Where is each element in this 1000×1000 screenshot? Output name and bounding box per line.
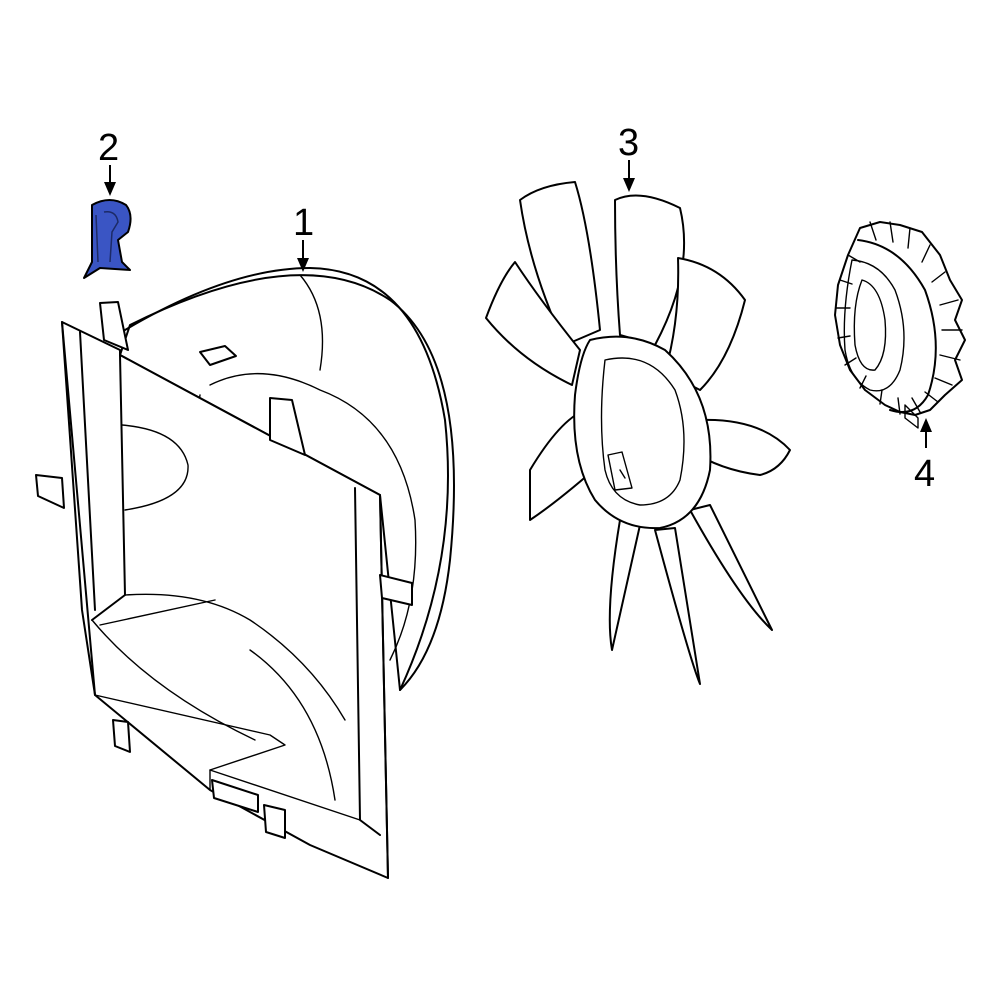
- fan-shroud[interactable]: [35, 267, 455, 879]
- fan-blade[interactable]: [485, 181, 791, 685]
- shroud-clip[interactable]: [83, 199, 132, 279]
- callout-4-label: 4: [914, 453, 935, 495]
- callout-1-arrowhead: [297, 258, 309, 272]
- callout-4-arrowhead: [920, 418, 932, 432]
- fan-clutch[interactable]: [834, 221, 966, 429]
- callout-1-label: 1: [293, 202, 314, 244]
- callout-3-arrowhead: [623, 178, 635, 192]
- callout-3-label: 3: [618, 122, 639, 164]
- callout-4: 4: [914, 418, 935, 495]
- callout-2-arrowhead: [104, 182, 116, 196]
- callout-2-label: 2: [98, 127, 119, 169]
- callout-1: 1: [293, 202, 314, 272]
- callout-2: 2: [98, 127, 119, 196]
- callout-3: 3: [618, 122, 639, 192]
